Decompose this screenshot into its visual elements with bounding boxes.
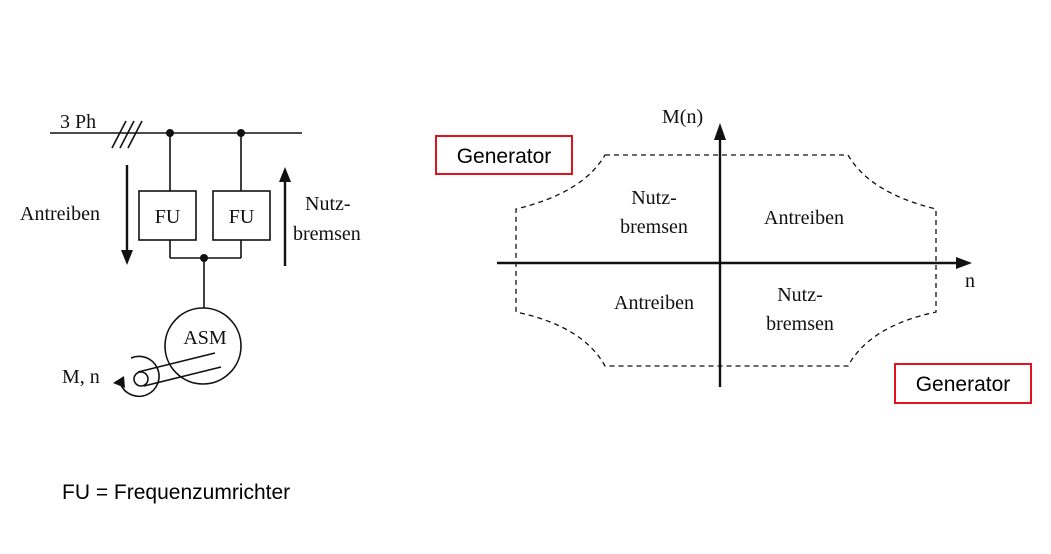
quadrant-diagram: M(n) n Nutz- bremsen Antreiben Antreiben… (435, 106, 1032, 404)
quadrant-1-label: Antreiben (764, 207, 844, 229)
drive-arrowhead (121, 250, 133, 265)
generator-top-box: Generator (435, 135, 573, 175)
operating-envelope (515, 154, 937, 367)
drive-label: Antreiben (20, 203, 100, 225)
generator-bottom-label: Generator (916, 373, 1011, 396)
converter-left-label: FU (155, 206, 181, 228)
regen-label-line2: bremsen (293, 223, 361, 245)
x-axis-arrowhead (956, 257, 972, 269)
quadrant-4-label-line1: Nutz- (777, 284, 823, 306)
rotation-arrow (120, 355, 160, 398)
y-axis-label: M(n) (662, 106, 703, 128)
y-axis-arrowhead (714, 123, 726, 140)
three-phase-marks (111, 120, 143, 149)
converter-right-label: FU (229, 206, 255, 228)
motor-circle (164, 307, 242, 385)
motor-shaft (133, 352, 222, 387)
mn-label: M, n (62, 366, 100, 388)
quadrant-4-label-line2: bremsen (766, 313, 834, 335)
generator-top-label: Generator (457, 145, 552, 168)
quadrant-3-label: Antreiben (614, 292, 694, 314)
motor-label: ASM (183, 327, 227, 349)
quadrant-2-label-line2: bremsen (620, 216, 688, 238)
footnote: FU = Frequenzumrichter (62, 481, 290, 504)
generator-bottom-box: Generator (894, 363, 1032, 404)
circuit-diagram: 3 Ph FU FU ASM (20, 111, 361, 398)
x-axis-label: n (965, 270, 975, 292)
supply-label: 3 Ph (60, 111, 96, 133)
converter-left-box (138, 190, 197, 241)
regen-arrowhead (279, 167, 291, 182)
rotation-arrowhead (113, 376, 125, 388)
quadrant-2-label-line1: Nutz- (631, 187, 677, 209)
regen-label-line1: Nutz- (305, 193, 351, 215)
